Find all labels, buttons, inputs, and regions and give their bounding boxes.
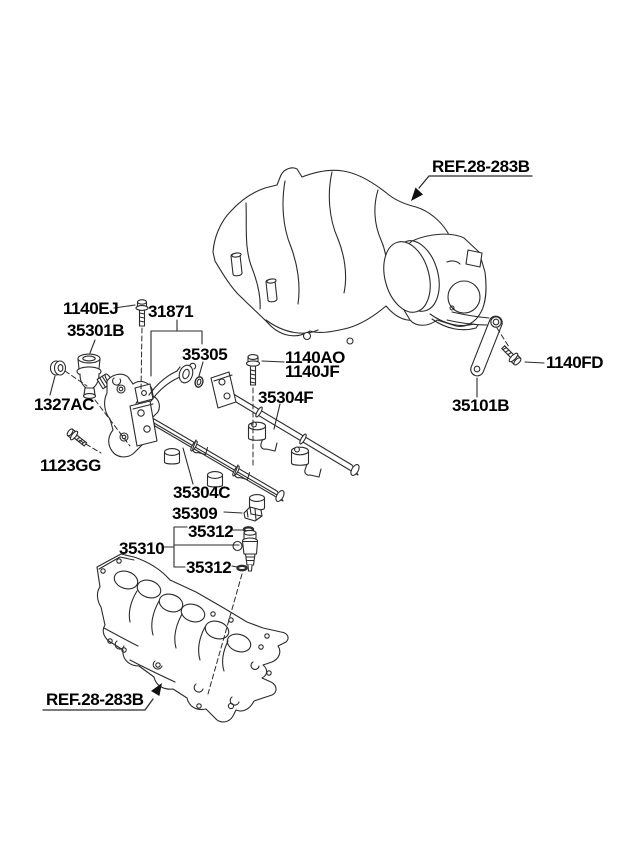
fuel-pressure-regulator-drawing	[76, 353, 113, 399]
part-label-1140fd: 1140FD	[546, 353, 604, 372]
part-label-31871: 31871	[148, 302, 194, 321]
part-label-1327ac: 1327AC	[34, 395, 94, 414]
part-label-35305: 35305	[182, 345, 228, 364]
ref-label-bottom: REF.28-283B	[46, 690, 144, 709]
injector-assembly-drawing	[232, 506, 263, 572]
upper-fuel-rail-drawing	[210, 371, 360, 478]
part-label-35312-lower: 35312	[186, 558, 232, 577]
part-label-35310: 35310	[119, 539, 165, 558]
assembly-dashed-lines	[64, 327, 510, 695]
ref-callout-arrows	[42, 175, 533, 711]
ref-label-top: REF.28-283B	[432, 157, 530, 176]
fuel-pipe-drawing	[148, 362, 204, 402]
label-pointer-lines	[49, 304, 545, 568]
ref-bottom-arrowhead	[151, 683, 162, 696]
mount-strap-drawing	[470, 315, 503, 377]
lower-fuel-rail-drawing	[129, 400, 285, 511]
ref-top-arrowhead	[411, 187, 423, 201]
part-label-1140ej: 1140EJ	[63, 299, 119, 318]
part-label-1140jf: 1140JF	[285, 362, 340, 381]
grommet-drawing	[49, 360, 67, 376]
part-label-35304f: 35304F	[258, 388, 314, 407]
bolt-1140fd-drawing	[501, 345, 522, 366]
part-label-35309: 35309	[172, 504, 218, 523]
bolt-1140ej-drawing	[135, 299, 149, 327]
intake-manifold-lower-drawing	[96, 553, 289, 723]
part-label-35101b: 35101B	[452, 396, 510, 415]
part-label-35301b: 35301B	[67, 321, 125, 340]
part-label-35304c: 35304C	[173, 483, 231, 502]
bolt-1140ao-drawing	[245, 354, 261, 386]
part-label-1140ao: 1140AO	[285, 348, 345, 367]
part-label-35312-upper: 35312	[188, 522, 234, 541]
bolt-1123gg-drawing	[66, 428, 88, 447]
part-label-1123gg: 1123GG	[40, 456, 101, 475]
fastener-bolts-drawing	[66, 299, 522, 447]
throttle-body-drawing	[383, 233, 490, 331]
